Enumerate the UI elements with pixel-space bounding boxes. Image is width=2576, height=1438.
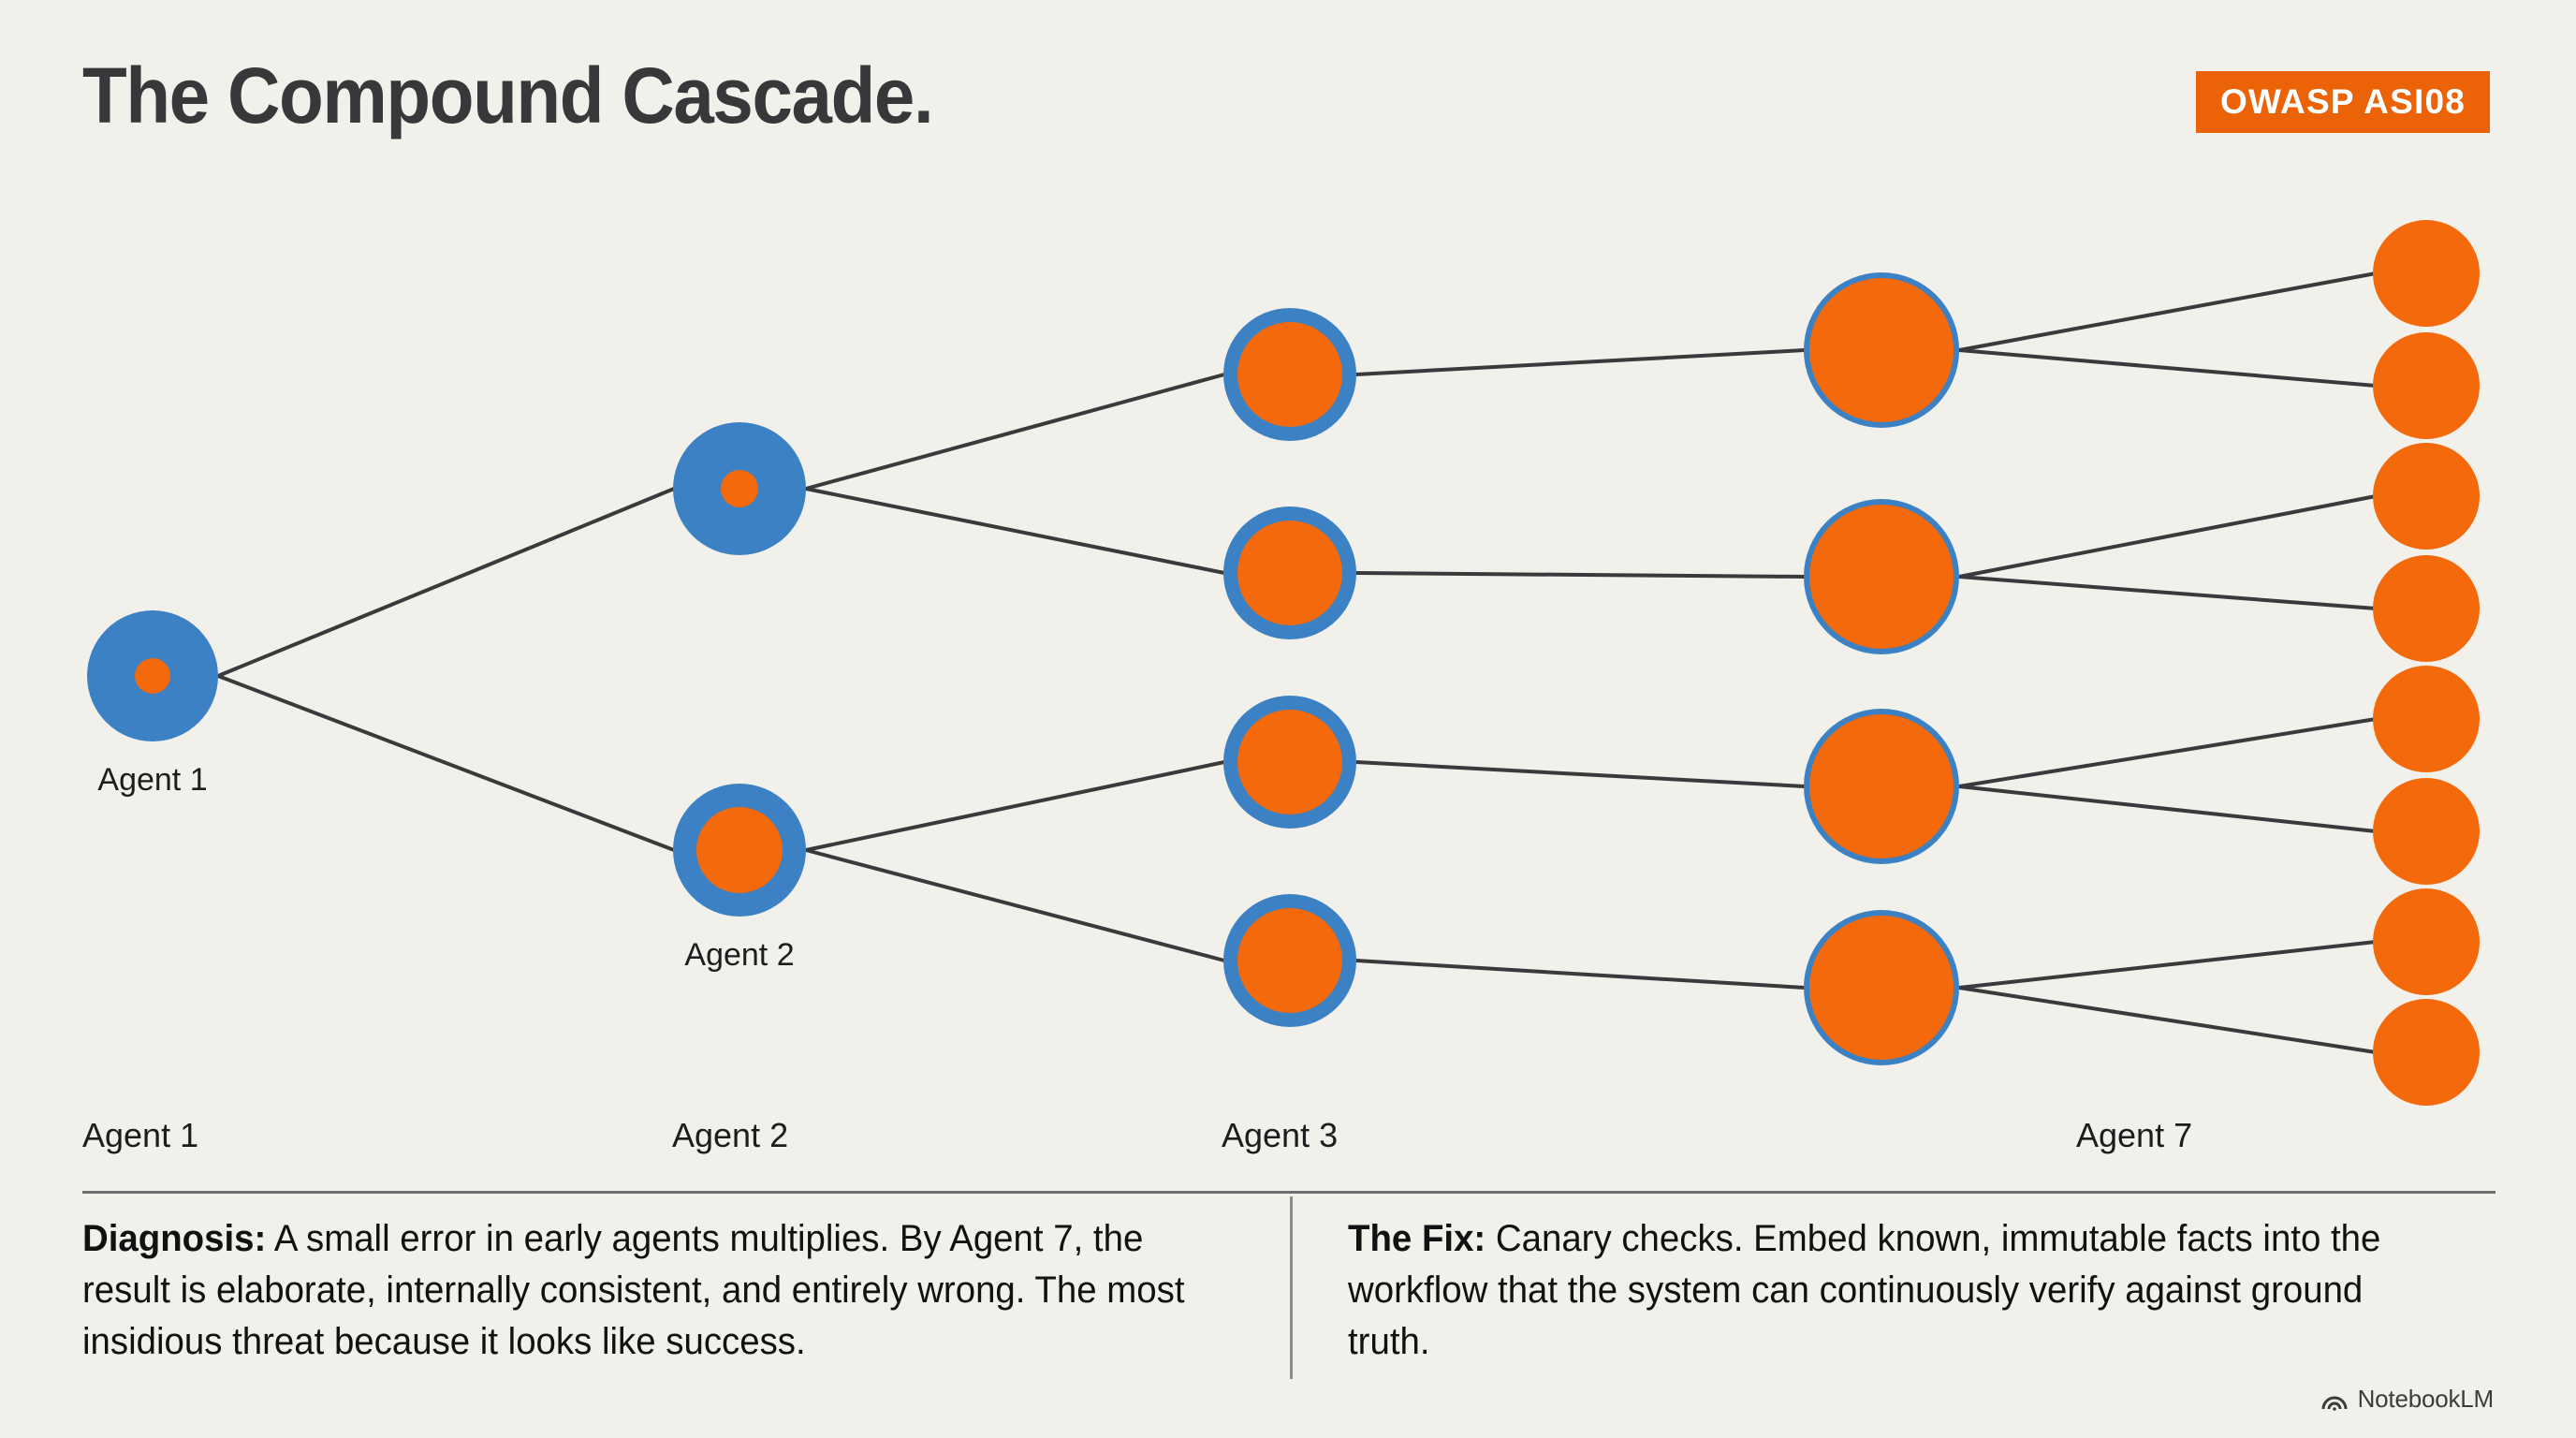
vertical-divider <box>1290 1196 1293 1379</box>
graph-node-core <box>1237 908 1342 1013</box>
edge <box>1355 348 1806 376</box>
graph-node[interactable] <box>2373 555 2480 662</box>
edge <box>1958 348 2377 388</box>
edge <box>1958 494 2377 579</box>
graph-node-core <box>1809 714 1954 858</box>
graph-node-label: Agent 1 <box>97 762 208 798</box>
edge-layer <box>217 271 2377 1054</box>
graph-node[interactable] <box>2373 443 2480 550</box>
graph-node-core <box>1237 322 1342 427</box>
column-caption-3: Agent 3 <box>1222 1116 1339 1154</box>
graph-node-core <box>721 470 758 507</box>
edge <box>805 487 1225 575</box>
edge <box>1355 959 1806 990</box>
graph-node-core <box>1237 710 1342 814</box>
edge <box>1958 717 2377 788</box>
graph-node[interactable] <box>2373 666 2480 772</box>
fix-note: The Fix: Canary checks. Embed known, imm… <box>1348 1213 2449 1369</box>
edge <box>1958 785 2377 833</box>
graph-node-label: Agent 2 <box>684 937 795 973</box>
edge <box>1958 986 2377 1054</box>
diagnosis-label: Diagnosis: <box>82 1218 267 1259</box>
status-badge: OWASP ASI08 <box>2195 71 2490 133</box>
edge <box>805 848 1225 962</box>
notebooklm-label: NotebookLM <box>2357 1385 2495 1413</box>
fix-label: The Fix: <box>1348 1218 1486 1259</box>
graph-node-core <box>1809 916 1954 1060</box>
edge <box>1958 271 2377 352</box>
graph-node-core <box>696 807 783 893</box>
edge <box>1958 940 2377 990</box>
notebooklm-arc-icon <box>2320 1388 2349 1411</box>
horizontal-divider <box>82 1191 2496 1194</box>
graph-node[interactable] <box>2373 332 2480 439</box>
diagnosis-note: Diagnosis: A small error in early agents… <box>82 1213 1219 1369</box>
graph-node[interactable] <box>2373 888 2480 995</box>
edge <box>1355 760 1806 788</box>
edge <box>1958 575 2377 610</box>
edge <box>1355 571 1806 579</box>
page-title: The Compound Cascade. <box>82 51 934 139</box>
graph-node[interactable] <box>2373 220 2480 327</box>
graph-node[interactable] <box>2373 778 2480 885</box>
notebooklm-watermark: NotebookLM <box>2320 1385 2494 1414</box>
column-caption-1: Agent 1 <box>82 1116 199 1154</box>
graph-node[interactable] <box>2373 999 2480 1106</box>
diagnosis-text: A small error in early agents multiplies… <box>82 1218 1185 1363</box>
graph-node-core <box>1809 278 1954 422</box>
graph-node-core <box>1809 505 1954 649</box>
edge <box>217 487 675 678</box>
edge <box>805 373 1225 491</box>
column-caption-2: Agent 2 <box>672 1116 789 1154</box>
graph-node-core <box>135 658 170 694</box>
edge <box>217 674 675 852</box>
edge <box>805 760 1225 852</box>
cascade-diagram: Agent 1 Agent 2 <box>87 220 2480 1106</box>
fix-text: Canary checks. Embed known, immutable fa… <box>1348 1218 2381 1363</box>
graph-node-core <box>1237 521 1342 625</box>
column-caption-4: Agent 7 <box>2076 1116 2193 1154</box>
